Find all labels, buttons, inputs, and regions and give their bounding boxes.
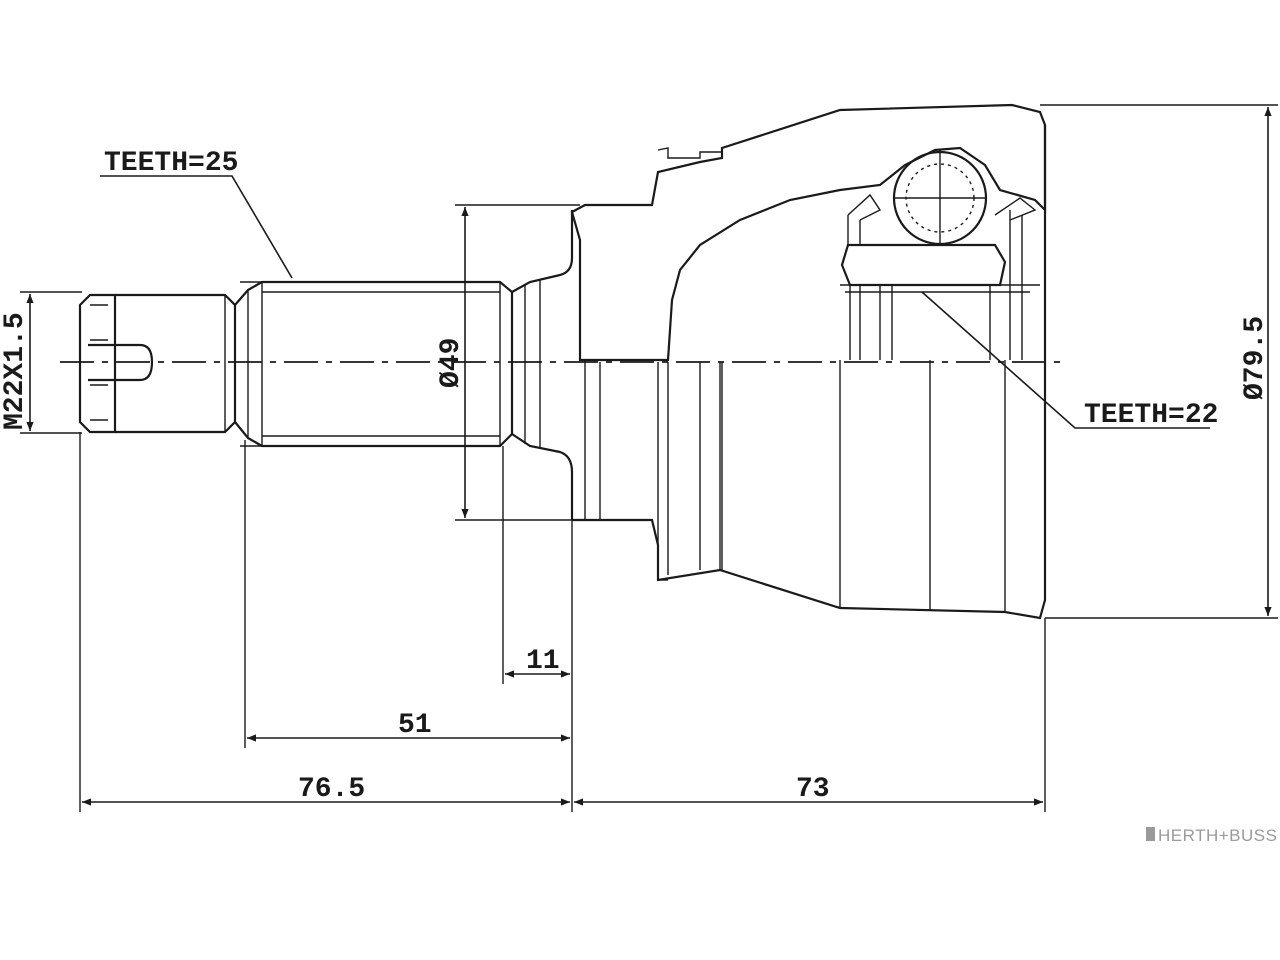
brand-logo: HERTH+BUSS <box>1146 826 1277 845</box>
extension-lines <box>20 104 1278 812</box>
dim-11-label: 11 <box>526 646 560 677</box>
bell-housing <box>570 103 1047 620</box>
leaders <box>100 175 1210 429</box>
splined-shaft <box>234 210 574 520</box>
dim-51-label: 51 <box>398 710 432 741</box>
brand-name: HERTH+BUSS <box>1158 826 1277 845</box>
thread-label: M22X1.5 <box>0 312 31 430</box>
dim-73-label: 73 <box>796 774 830 805</box>
shaft-diameter-label: Ø49 <box>436 338 467 388</box>
brand-mark-icon <box>1146 827 1155 841</box>
teeth-25-label: TEETH=25 <box>104 148 238 179</box>
dim-76-5-label: 76.5 <box>298 774 365 805</box>
housing-diameter-label: Ø79.5 <box>1240 316 1271 400</box>
teeth-22-label: TEETH=22 <box>1084 400 1218 431</box>
dimension-lines <box>26 107 1272 806</box>
thread-end <box>78 293 237 434</box>
